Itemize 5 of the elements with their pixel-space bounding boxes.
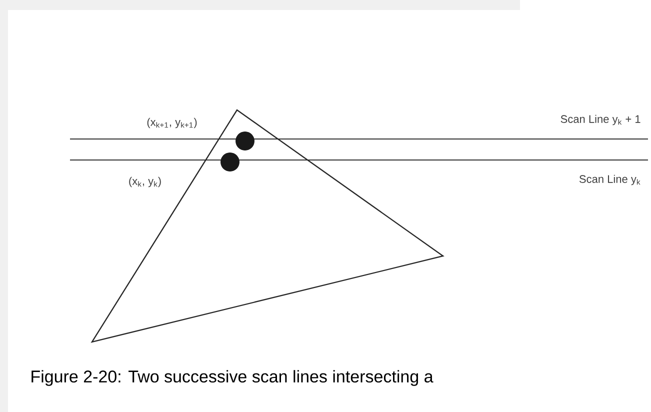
scan-line-label: Scan Line y$_{k}$ [579,174,640,186]
point-label: (x$_{k}$, y$_{k}$) [129,176,161,188]
point-label: (x$_{k+1}$, y$_{k+1}$) [147,118,197,128]
caption: Figure 2-20: Two successive scan lines intersecting a [32,370,434,386]
scan-line-label: Scan Line y$_{k}$ + 1 [560,114,640,126]
